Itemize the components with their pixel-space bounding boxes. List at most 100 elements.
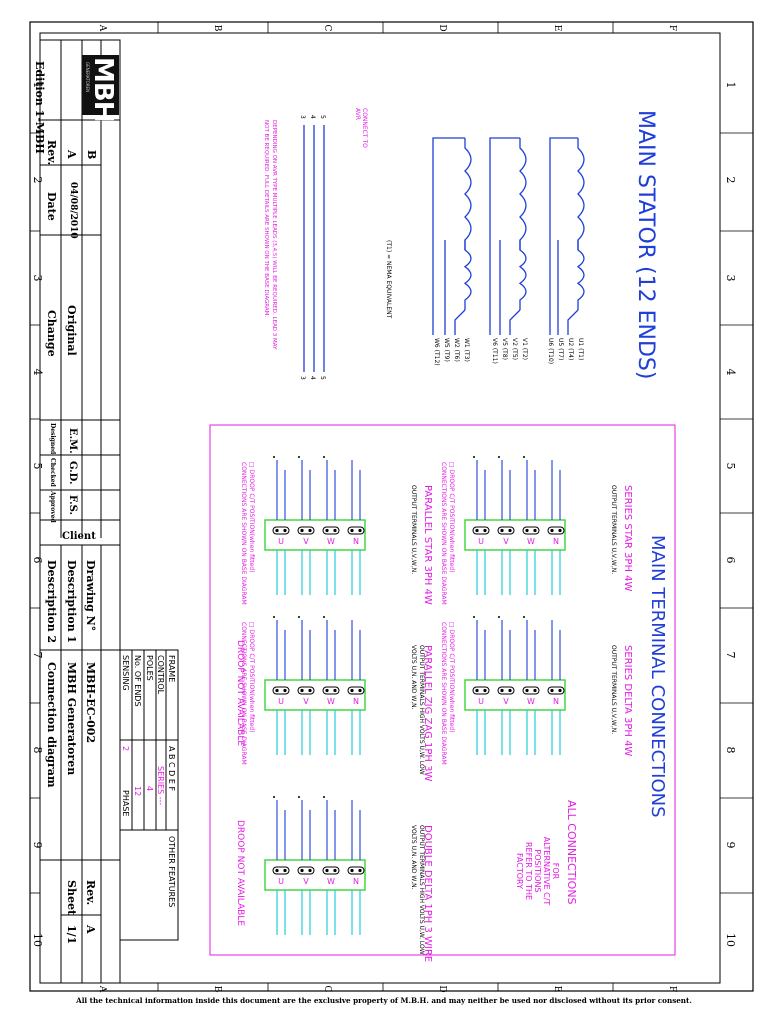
desc2-value: Connection diagram bbox=[45, 662, 58, 788]
config-name: SERIES DELTA 3PH 4W bbox=[622, 645, 633, 757]
config-name: SERIES STAR 3PH 4W bbox=[622, 485, 633, 592]
bus-letter: U bbox=[278, 537, 284, 546]
avr-note: DEPENDING ON AVR TYPE MULTIPLE LEADS (3,… bbox=[263, 120, 277, 350]
grid-row-label: 4 bbox=[31, 369, 44, 376]
bus-letter: N bbox=[353, 877, 359, 886]
grid-row-label: 7 bbox=[31, 652, 44, 659]
avr-lead-label: 3 bbox=[299, 376, 306, 380]
change-header: Change bbox=[45, 310, 58, 357]
winding-coil bbox=[518, 240, 527, 310]
grid-row-label: 2 bbox=[724, 177, 737, 184]
rev-b: B bbox=[85, 150, 98, 160]
avr-lead-label: 5 bbox=[319, 376, 326, 380]
grid-col-label: D bbox=[437, 24, 447, 31]
bus-letter: U bbox=[278, 697, 284, 706]
bus-letter: N bbox=[353, 697, 359, 706]
stator-terminal-label: W1 (T3) bbox=[463, 338, 470, 362]
checked-label: Checked bbox=[49, 458, 56, 487]
bus-letter: V bbox=[303, 877, 309, 886]
grid-row-label: 3 bbox=[724, 275, 737, 282]
droop-not-available: DROOP NOT AVAILABLE bbox=[235, 640, 245, 747]
stator-terminal-label: V5 (T8) bbox=[501, 338, 508, 360]
stator-terminal-label: W2 (T6) bbox=[453, 338, 460, 362]
grid-row-label: 6 bbox=[31, 557, 44, 564]
bus-letter: U bbox=[478, 697, 484, 706]
client-label: Client bbox=[62, 531, 96, 542]
designed-by: E.M. bbox=[67, 428, 78, 454]
frame-label: FRAME bbox=[167, 655, 176, 683]
grid-row-label: 6 bbox=[724, 557, 737, 564]
winding-coil bbox=[577, 138, 585, 250]
grid-row-label: 8 bbox=[31, 747, 44, 754]
desc2-label: Description 2 bbox=[45, 560, 58, 644]
bus-letter: W bbox=[327, 537, 335, 546]
droop-note: □ DROOP C/T POSITION(when fitted) CONNEC… bbox=[440, 462, 455, 605]
bus-letter: W bbox=[327, 877, 335, 886]
config-output: OUTPUT TERMINALS HIGH VOLTS U,W. LOW VOL… bbox=[410, 645, 425, 775]
bus-letter: N bbox=[353, 537, 359, 546]
stator-terminal-label: U2 (T4) bbox=[567, 338, 574, 361]
desc1-label: Description 1 bbox=[65, 560, 78, 644]
grid-row-label: 9 bbox=[724, 842, 737, 849]
droop-not-available: DROOP NOT AVAILABLE bbox=[235, 820, 245, 927]
approved-label: Approved bbox=[49, 491, 56, 523]
grid-col-label: A bbox=[97, 985, 107, 993]
terminal-connections-frame bbox=[209, 424, 676, 956]
bus-letter: V bbox=[303, 697, 309, 706]
designed-label: Designed bbox=[49, 423, 56, 455]
bus-letter: V bbox=[303, 537, 309, 546]
logo-text: MBH bbox=[88, 57, 118, 122]
avr-lead-label: 4 bbox=[309, 115, 316, 119]
winding-coil bbox=[464, 138, 472, 250]
stator-terminal-label: V2 (T5) bbox=[511, 338, 518, 360]
logo-subtext: GENERATOREN bbox=[85, 62, 90, 93]
checked-by: G.D. bbox=[67, 461, 78, 485]
rev-value: A bbox=[84, 925, 97, 934]
winding-lead bbox=[509, 309, 521, 335]
drawing-number: MBH-EC-002 bbox=[84, 662, 97, 744]
poles-label: POLES bbox=[145, 655, 154, 681]
ends-value: 12 bbox=[133, 786, 142, 797]
grid-col-label: C bbox=[322, 25, 332, 32]
avr-lead-label: 5 bbox=[319, 115, 326, 119]
winding-lead bbox=[549, 137, 578, 335]
grid-col-label: A bbox=[97, 24, 107, 32]
date-header: Date bbox=[45, 192, 58, 221]
stator-terminal-label: V1 (T2) bbox=[521, 338, 528, 360]
grid-row-label: 4 bbox=[724, 369, 737, 376]
control-label: CONTROL bbox=[156, 655, 165, 695]
bus-letter: N bbox=[553, 697, 559, 706]
all-connections: ALL CONNECTIONS bbox=[565, 800, 578, 905]
other-features-label: OTHER FEATURES bbox=[167, 836, 176, 908]
grid-row-label: 5 bbox=[724, 463, 737, 470]
grid-col-label: E bbox=[552, 986, 562, 993]
control-value: SERIES --- bbox=[156, 766, 165, 806]
stator-terminal-label: W6 (T12) bbox=[433, 338, 440, 366]
drawing-label: Drawing N° bbox=[84, 560, 97, 632]
winding-coil bbox=[463, 240, 472, 310]
title-block bbox=[39, 39, 179, 984]
stator-terminal-label: V6 (T11) bbox=[491, 338, 498, 364]
winding-lead bbox=[432, 137, 465, 335]
sheet-label: Sheet bbox=[65, 880, 78, 916]
avr-lead-label: 4 bbox=[309, 376, 316, 380]
ends-label: No. OF ENDS bbox=[133, 655, 142, 707]
grid-row-label: 9 bbox=[31, 842, 44, 849]
bus-letter: V bbox=[503, 697, 509, 706]
grid-col-label: B bbox=[212, 986, 222, 993]
grid-col-label: E bbox=[552, 25, 562, 32]
sensing-unit: PHASE bbox=[121, 790, 130, 817]
avr-title: CONNECT TO AVR bbox=[354, 108, 368, 148]
grid-col-label: F bbox=[667, 986, 677, 992]
grid-row-label: 2 bbox=[31, 177, 44, 184]
bus-letter: N bbox=[553, 537, 559, 546]
desc1-value: MBH Generatoren bbox=[65, 662, 78, 776]
avr-lead-label: 3 bbox=[299, 115, 306, 119]
stator-windings bbox=[432, 137, 585, 335]
config-output: OUTPUT TERMINALS U,V,W,N. bbox=[610, 485, 617, 575]
